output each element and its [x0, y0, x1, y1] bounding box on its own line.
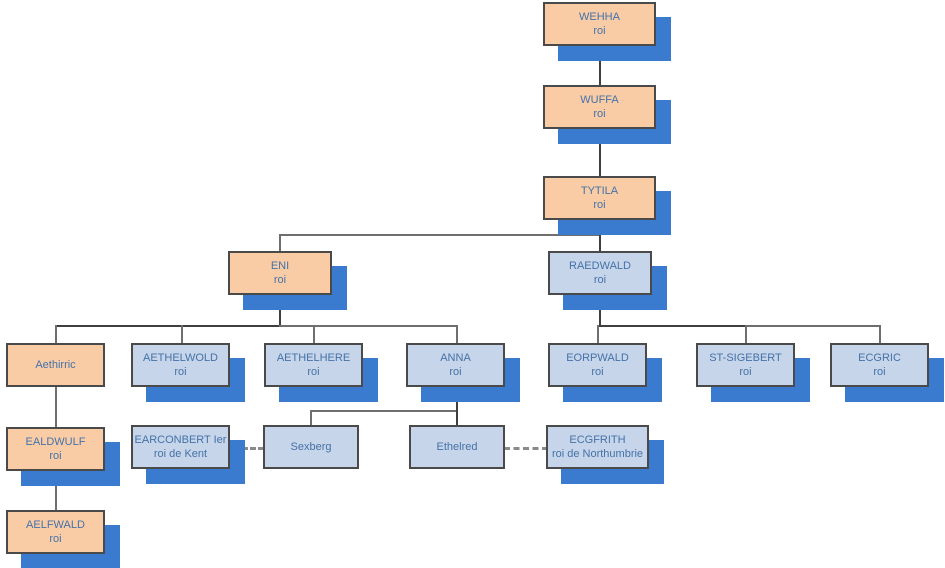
node-sexberg[interactable]: Sexberg — [263, 425, 359, 469]
node-ecgric[interactable]: ECGRIC roi — [830, 343, 929, 387]
node-title-raedwald: roi — [593, 274, 607, 286]
node-anna[interactable]: ANNA roi — [406, 343, 505, 387]
edge-anna-to-sexberg — [310, 410, 312, 427]
edge-eni-to-aethirric — [55, 325, 57, 345]
node-title-wuffa: roi — [593, 108, 606, 120]
edge-raedwald-bus-right — [745, 325, 881, 327]
node-title-earconbert: roi de Kent — [153, 448, 208, 460]
edge-raedwald-stem — [599, 293, 601, 327]
edge-ealdwulf-aelfwald — [55, 469, 57, 512]
node-ealdwulf[interactable]: EALDWULF roi — [6, 427, 105, 471]
node-name-raedwald: RAEDWALD — [569, 260, 631, 272]
edge-eni-to-aethelhere — [313, 325, 315, 345]
node-title-eorpwald: roi — [591, 366, 604, 378]
edge-eni-stem — [279, 293, 281, 327]
node-aethirric[interactable]: Aethirric — [6, 343, 105, 387]
node-wehha[interactable]: WEHHA roi — [543, 2, 656, 46]
node-eni[interactable]: ENI roi — [228, 251, 332, 295]
edge-anna-bus — [310, 410, 458, 412]
node-name-wuffa: WUFFA — [580, 94, 619, 106]
edge-tytila-bus — [279, 234, 601, 236]
node-name-aethelhere: AETHELHERE — [276, 352, 351, 364]
node-title-aelfwald: roi — [49, 533, 62, 545]
node-aethelwold[interactable]: AETHELWOLD roi — [131, 343, 230, 387]
node-title-ealdwulf: roi — [49, 450, 62, 462]
node-name-stsigebert: ST-SIGEBERT — [709, 352, 782, 364]
node-eorpwald[interactable]: EORPWALD roi — [548, 343, 647, 387]
node-tytila[interactable]: TYTILA roi — [543, 176, 656, 220]
edge-raedwald-to-eorpwald — [597, 325, 599, 345]
node-name-aelfwald: AELFWALD — [26, 519, 85, 531]
node-name-aethelwold: AETHELWOLD — [143, 352, 218, 364]
node-title-wehha: roi — [593, 25, 606, 37]
node-name-sexberg: Sexberg — [290, 441, 332, 453]
node-name-ecgfrith: ECGFRITH — [569, 434, 626, 446]
edge-eni-to-anna — [456, 325, 458, 345]
node-raedwald[interactable]: RAEDWALD roi — [548, 251, 652, 295]
node-title-eni: roi — [273, 274, 287, 286]
node-title-aethelwold: roi — [174, 366, 187, 378]
node-ethelred[interactable]: Ethelred — [409, 425, 505, 469]
edge-anna-to-ethelred — [456, 410, 458, 427]
node-name-wehha: WEHHA — [579, 11, 620, 23]
node-ecgfrith[interactable]: ECGFRITH roi de Northumbrie — [546, 425, 649, 469]
edge-eni-bus-right — [279, 325, 458, 327]
node-aelfwald[interactable]: AELFWALD roi — [6, 510, 105, 554]
edge-raedwald-bus-left — [597, 325, 747, 327]
node-name-ethelred: Ethelred — [436, 441, 478, 453]
node-name-earconbert: EARCONBERT Ier — [134, 434, 227, 446]
node-earconbert[interactable]: EARCONBERT Ier roi de Kent — [131, 425, 230, 469]
node-name-eni: ENI — [270, 260, 290, 272]
node-wuffa[interactable]: WUFFA roi — [543, 85, 656, 129]
node-name-tytila: TYTILA — [580, 185, 619, 197]
edge-wehha-wuffa — [599, 44, 601, 87]
node-stsigebert[interactable]: ST-SIGEBERT roi — [696, 343, 795, 387]
node-title-aethelhere: roi — [307, 366, 320, 378]
edge-raedwald-to-sigebert — [745, 325, 747, 345]
edge-tytila-to-raedwald — [599, 234, 601, 253]
node-name-eorpwald: EORPWALD — [566, 352, 629, 364]
edge-aethirric-ealdwulf — [55, 385, 57, 429]
edge-ethelred-ecgfrith-dashed — [504, 447, 548, 450]
node-title-stsigebert: roi — [739, 366, 752, 378]
edge-eni-bus-left — [55, 325, 281, 327]
node-title-anna: roi — [449, 366, 462, 378]
node-title-ecgfrith: roi de Northumbrie — [551, 448, 644, 460]
edge-eni-to-aethelwold — [181, 325, 183, 345]
node-name-ealdwulf: EALDWULF — [25, 436, 86, 448]
node-title-tytila: roi — [593, 199, 606, 211]
edge-raedwald-to-ecgric — [879, 325, 881, 345]
edge-earconbert-sexberg-dashed — [234, 447, 264, 450]
node-name-aethirric: Aethirric — [35, 359, 76, 371]
node-name-anna: ANNA — [440, 352, 471, 364]
node-name-ecgric: ECGRIC — [858, 352, 901, 364]
node-title-ecgric: roi — [873, 366, 886, 378]
edge-tytila-to-eni — [279, 234, 281, 253]
node-aethelhere[interactable]: AETHELHERE roi — [264, 343, 363, 387]
edge-wuffa-tytila — [599, 127, 601, 178]
